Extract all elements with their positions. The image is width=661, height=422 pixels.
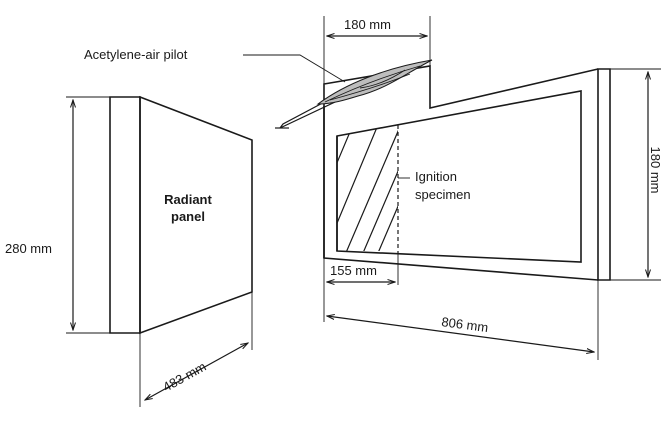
dim-frame-length-label: 806 mm xyxy=(441,314,490,335)
panel-label-line1: Radiant xyxy=(164,192,212,207)
dim-panel-width-label: 483 mm xyxy=(160,359,208,395)
frame-end-face xyxy=(597,68,611,281)
specimen-label-line2: specimen xyxy=(415,187,471,202)
dimension-specimen-width: 155 mm xyxy=(323,253,399,322)
specimen-label-line1: Ignition xyxy=(415,169,457,184)
dimension-panel-height: 280 mm xyxy=(2,96,110,334)
radiant-panel: Radiant panel xyxy=(109,95,253,335)
dim-pilot-width-label: 180 mm xyxy=(344,17,391,32)
specimen-holder-frame: Ignition specimen xyxy=(275,65,611,281)
panel-label-line2: panel xyxy=(171,209,205,224)
dimension-frame-length: 806 mm xyxy=(327,280,599,360)
dim-specimen-width-label: 155 mm xyxy=(330,263,377,278)
pilot-leader xyxy=(243,54,346,83)
ignition-specimen-hatch xyxy=(337,125,398,251)
dimension-pilot-width: 180 mm xyxy=(323,16,431,84)
pilot-label: Acetylene-air pilot xyxy=(84,47,188,62)
dimension-frame-height: 180 mm xyxy=(610,68,661,281)
panel-side-face xyxy=(109,96,141,334)
acetylene-pilot-flame: Acetylene-air pilot xyxy=(84,47,433,129)
dim-panel-height-label: 280 mm xyxy=(5,241,52,256)
dimension-panel-width: 483 mm xyxy=(139,292,253,407)
dim-frame-height-label: 180 mm xyxy=(648,147,661,194)
frame-inner-opening xyxy=(336,90,582,263)
